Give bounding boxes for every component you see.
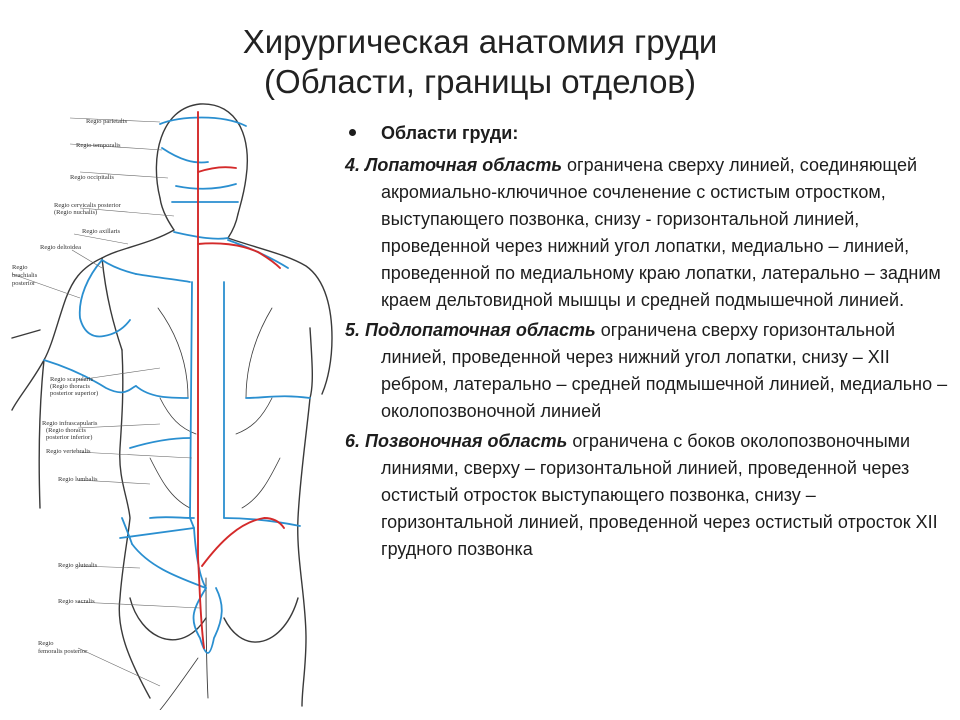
anatomy-back-figure: Regio parietalis Regio temporalis Regio … <box>10 98 340 710</box>
label-regio-parietalis: Regio parietalis <box>86 118 127 125</box>
label-regio-scapularis: Regio scapularis <box>50 376 94 383</box>
label-regio-sacralis: Regio sacralis <box>58 598 95 605</box>
label-regio-thoracis-posterior-inferior-1: (Regio thoracis <box>46 427 86 434</box>
label-regio-brachialis-posterior-2: brachialis <box>12 272 38 279</box>
label-regio-femoralis-posterior-1: Regio <box>38 640 54 647</box>
label-regio-cervicalis-posterior: Regio cervicalis posterior <box>54 202 121 209</box>
label-regio-brachialis-posterior-1: Regio <box>12 264 28 271</box>
item-vertebral-body: ограничена с боков околопозвоночными лин… <box>381 431 938 559</box>
item-vertebral-region: 6. Позвоночная область ограничена с боко… <box>345 428 950 563</box>
item-infrascapular-heading: 5. Подлопаточная область <box>345 320 596 340</box>
label-regio-thoracis-posterior-superior-2: posterior superior) <box>50 390 99 397</box>
label-regio-vertebralis: Regio vertebralis <box>46 448 91 455</box>
label-regio-brachialis-posterior-3: posterior <box>12 280 36 287</box>
bullet-heading: Области груди: <box>345 120 950 147</box>
label-regio-thoracis-posterior-superior-1: (Regio thoracis <box>50 383 90 390</box>
label-regio-temporalis: Regio temporalis <box>76 142 121 149</box>
label-regio-glutealis: Regio glutealis <box>58 562 98 569</box>
label-regio-axillaris: Regio axillaris <box>82 228 121 235</box>
item-vertebral-heading: 6. Позвоночная область <box>345 431 568 451</box>
item-scapular-body: ограничена сверху линией, соединяющей ак… <box>381 155 941 310</box>
item-scapular-region: 4. Лопаточная область ограничена сверху … <box>345 152 950 314</box>
label-regio-thoracis-posterior-inferior-2: posterior inferior) <box>46 434 93 441</box>
label-regio-femoralis-posterior-2: femoralis posterior <box>38 648 88 655</box>
label-regio-deltoidea: Regio deltoidea <box>40 244 81 251</box>
slide-body-text: Области груди: 4. Лопаточная область огр… <box>345 120 950 566</box>
item-infrascapular-region: 5. Подлопаточная область ограничена свер… <box>345 317 950 425</box>
label-regio-occipitalis: Regio occipitalis <box>70 174 114 181</box>
label-regio-nuchalis: (Regio nuchalis) <box>54 209 98 216</box>
slide-title-line-2: (Области, границы отделов) <box>264 63 696 100</box>
label-regio-infrascapularis: Regio infrascapularis <box>42 420 98 427</box>
item-scapular-heading: 4. Лопаточная область <box>345 155 563 175</box>
bullet-dot-icon <box>349 129 356 136</box>
item-infrascapular-body: ограничена сверху горизонтальной линией,… <box>381 320 948 421</box>
bullet-heading-text: Области груди: <box>381 123 519 143</box>
slide-title-line-1: Хирургическая анатомия груди <box>242 23 718 60</box>
label-regio-lumbalis: Regio lumbalis <box>58 476 98 483</box>
back-regions-illustration <box>11 103 333 710</box>
